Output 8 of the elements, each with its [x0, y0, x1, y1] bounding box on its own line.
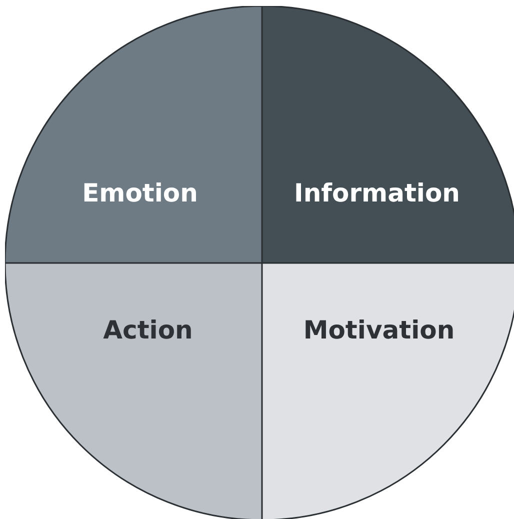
segment-label: Emotion — [82, 178, 198, 208]
quadrant-segment — [262, 6, 514, 263]
quadrant-segment — [5, 6, 262, 263]
segment-label: Action — [103, 316, 193, 344]
segment-label: Motivation — [303, 316, 455, 344]
quadrant-segment — [5, 263, 262, 519]
quadrant-segment — [262, 263, 514, 519]
segment-label: Information — [294, 178, 460, 208]
